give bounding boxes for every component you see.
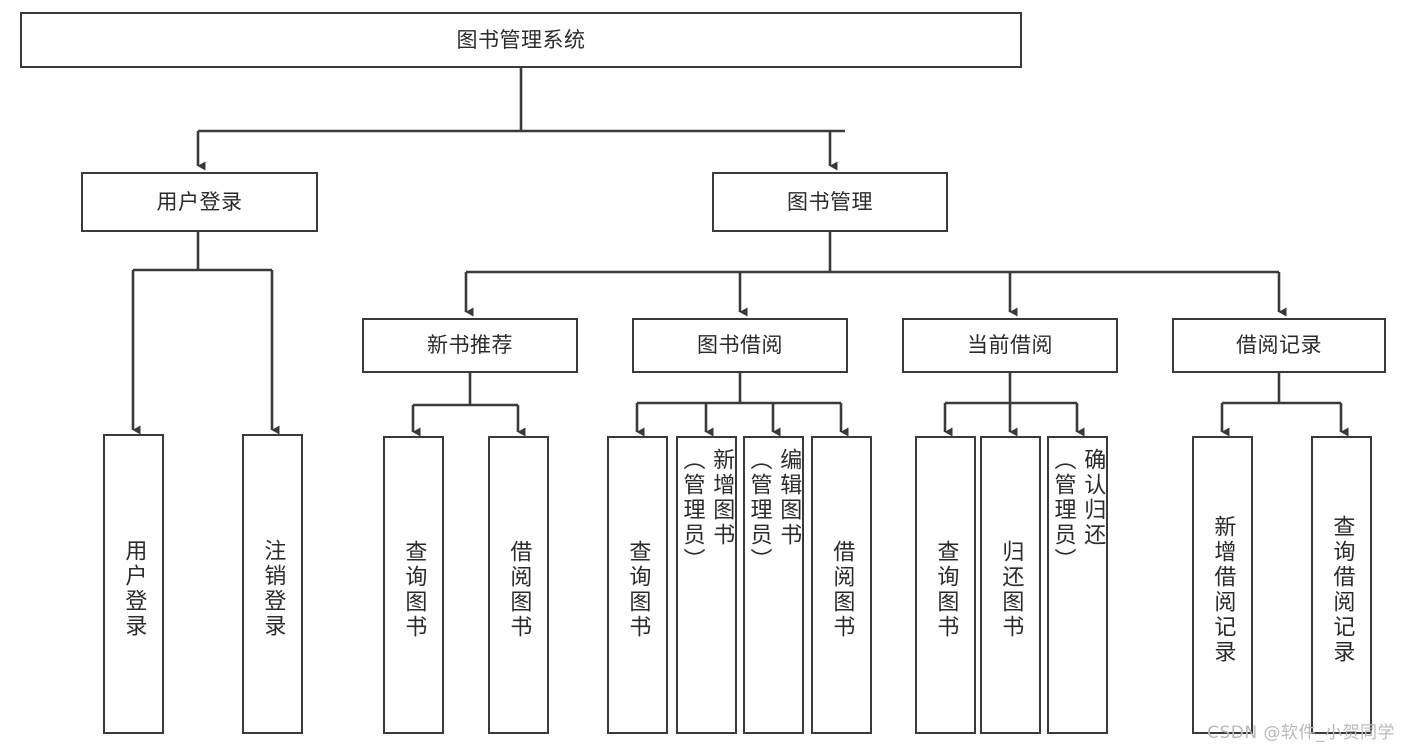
node-label: 图书借阅 [697,333,783,358]
node-label: 借阅记录 [1236,333,1322,358]
node-label: 查询图书 [933,540,959,640]
leaf-recommend-borrow-book[interactable]: 借阅图书 [488,436,549,734]
node-label: 归还图书 [998,540,1024,640]
node-borrow-record[interactable]: 借阅记录 [1172,318,1386,373]
node-label: 图书管理系统 [456,27,586,52]
leaf-current-return-book[interactable]: 归还图书 [980,436,1041,734]
node-label: 借阅图书 [829,540,855,640]
leaf-borrow-edit-book-admin[interactable]: 编辑图书 （管理员） [743,436,804,734]
node-label: 借阅图书 [506,540,532,640]
leaf-borrow-borrow-book[interactable]: 借阅图书 [811,436,872,734]
node-label: 新增图书 （管理员） [679,448,735,573]
node-user-login[interactable]: 用户登录 [81,172,318,232]
node-current-borrow[interactable]: 当前借阅 [902,318,1118,373]
leaf-recommend-query-book[interactable]: 查询图书 [383,436,444,734]
node-label: 查询图书 [401,540,427,640]
node-label: 新增借阅记录 [1210,515,1236,665]
node-book-borrow[interactable]: 图书借阅 [632,318,848,373]
node-label: 编辑图书 （管理员） [746,448,802,573]
node-label: 确认归还 （管理员） [1050,448,1106,573]
leaf-user-login-logout[interactable]: 注销登录 [242,434,303,734]
node-label: 注销登录 [260,539,286,639]
node-label: 当前借阅 [967,333,1053,358]
leaf-record-add-record[interactable]: 新增借阅记录 [1192,436,1253,734]
node-label: 图书管理 [787,189,873,214]
leaf-current-confirm-return-admin[interactable]: 确认归还 （管理员） [1047,436,1108,734]
node-label: 查询图书 [625,540,651,640]
leaf-record-query-record[interactable]: 查询借阅记录 [1311,436,1372,734]
node-label: 用户登录 [156,189,243,214]
csdn-watermark: CSDN @软件_小贺同学 [1207,723,1395,743]
node-new-book-recommend[interactable]: 新书推荐 [362,318,578,373]
node-label: 新书推荐 [427,333,513,358]
leaf-user-login-login[interactable]: 用户登录 [103,434,164,734]
node-label: 查询借阅记录 [1329,515,1355,665]
node-book-management[interactable]: 图书管理 [712,172,948,232]
leaf-current-query-book[interactable]: 查询图书 [915,436,976,734]
leaf-borrow-query-book[interactable]: 查询图书 [607,436,668,734]
node-label: 用户登录 [121,539,147,639]
node-root-system[interactable]: 图书管理系统 [20,12,1022,68]
leaf-borrow-add-book-admin[interactable]: 新增图书 （管理员） [676,436,737,734]
